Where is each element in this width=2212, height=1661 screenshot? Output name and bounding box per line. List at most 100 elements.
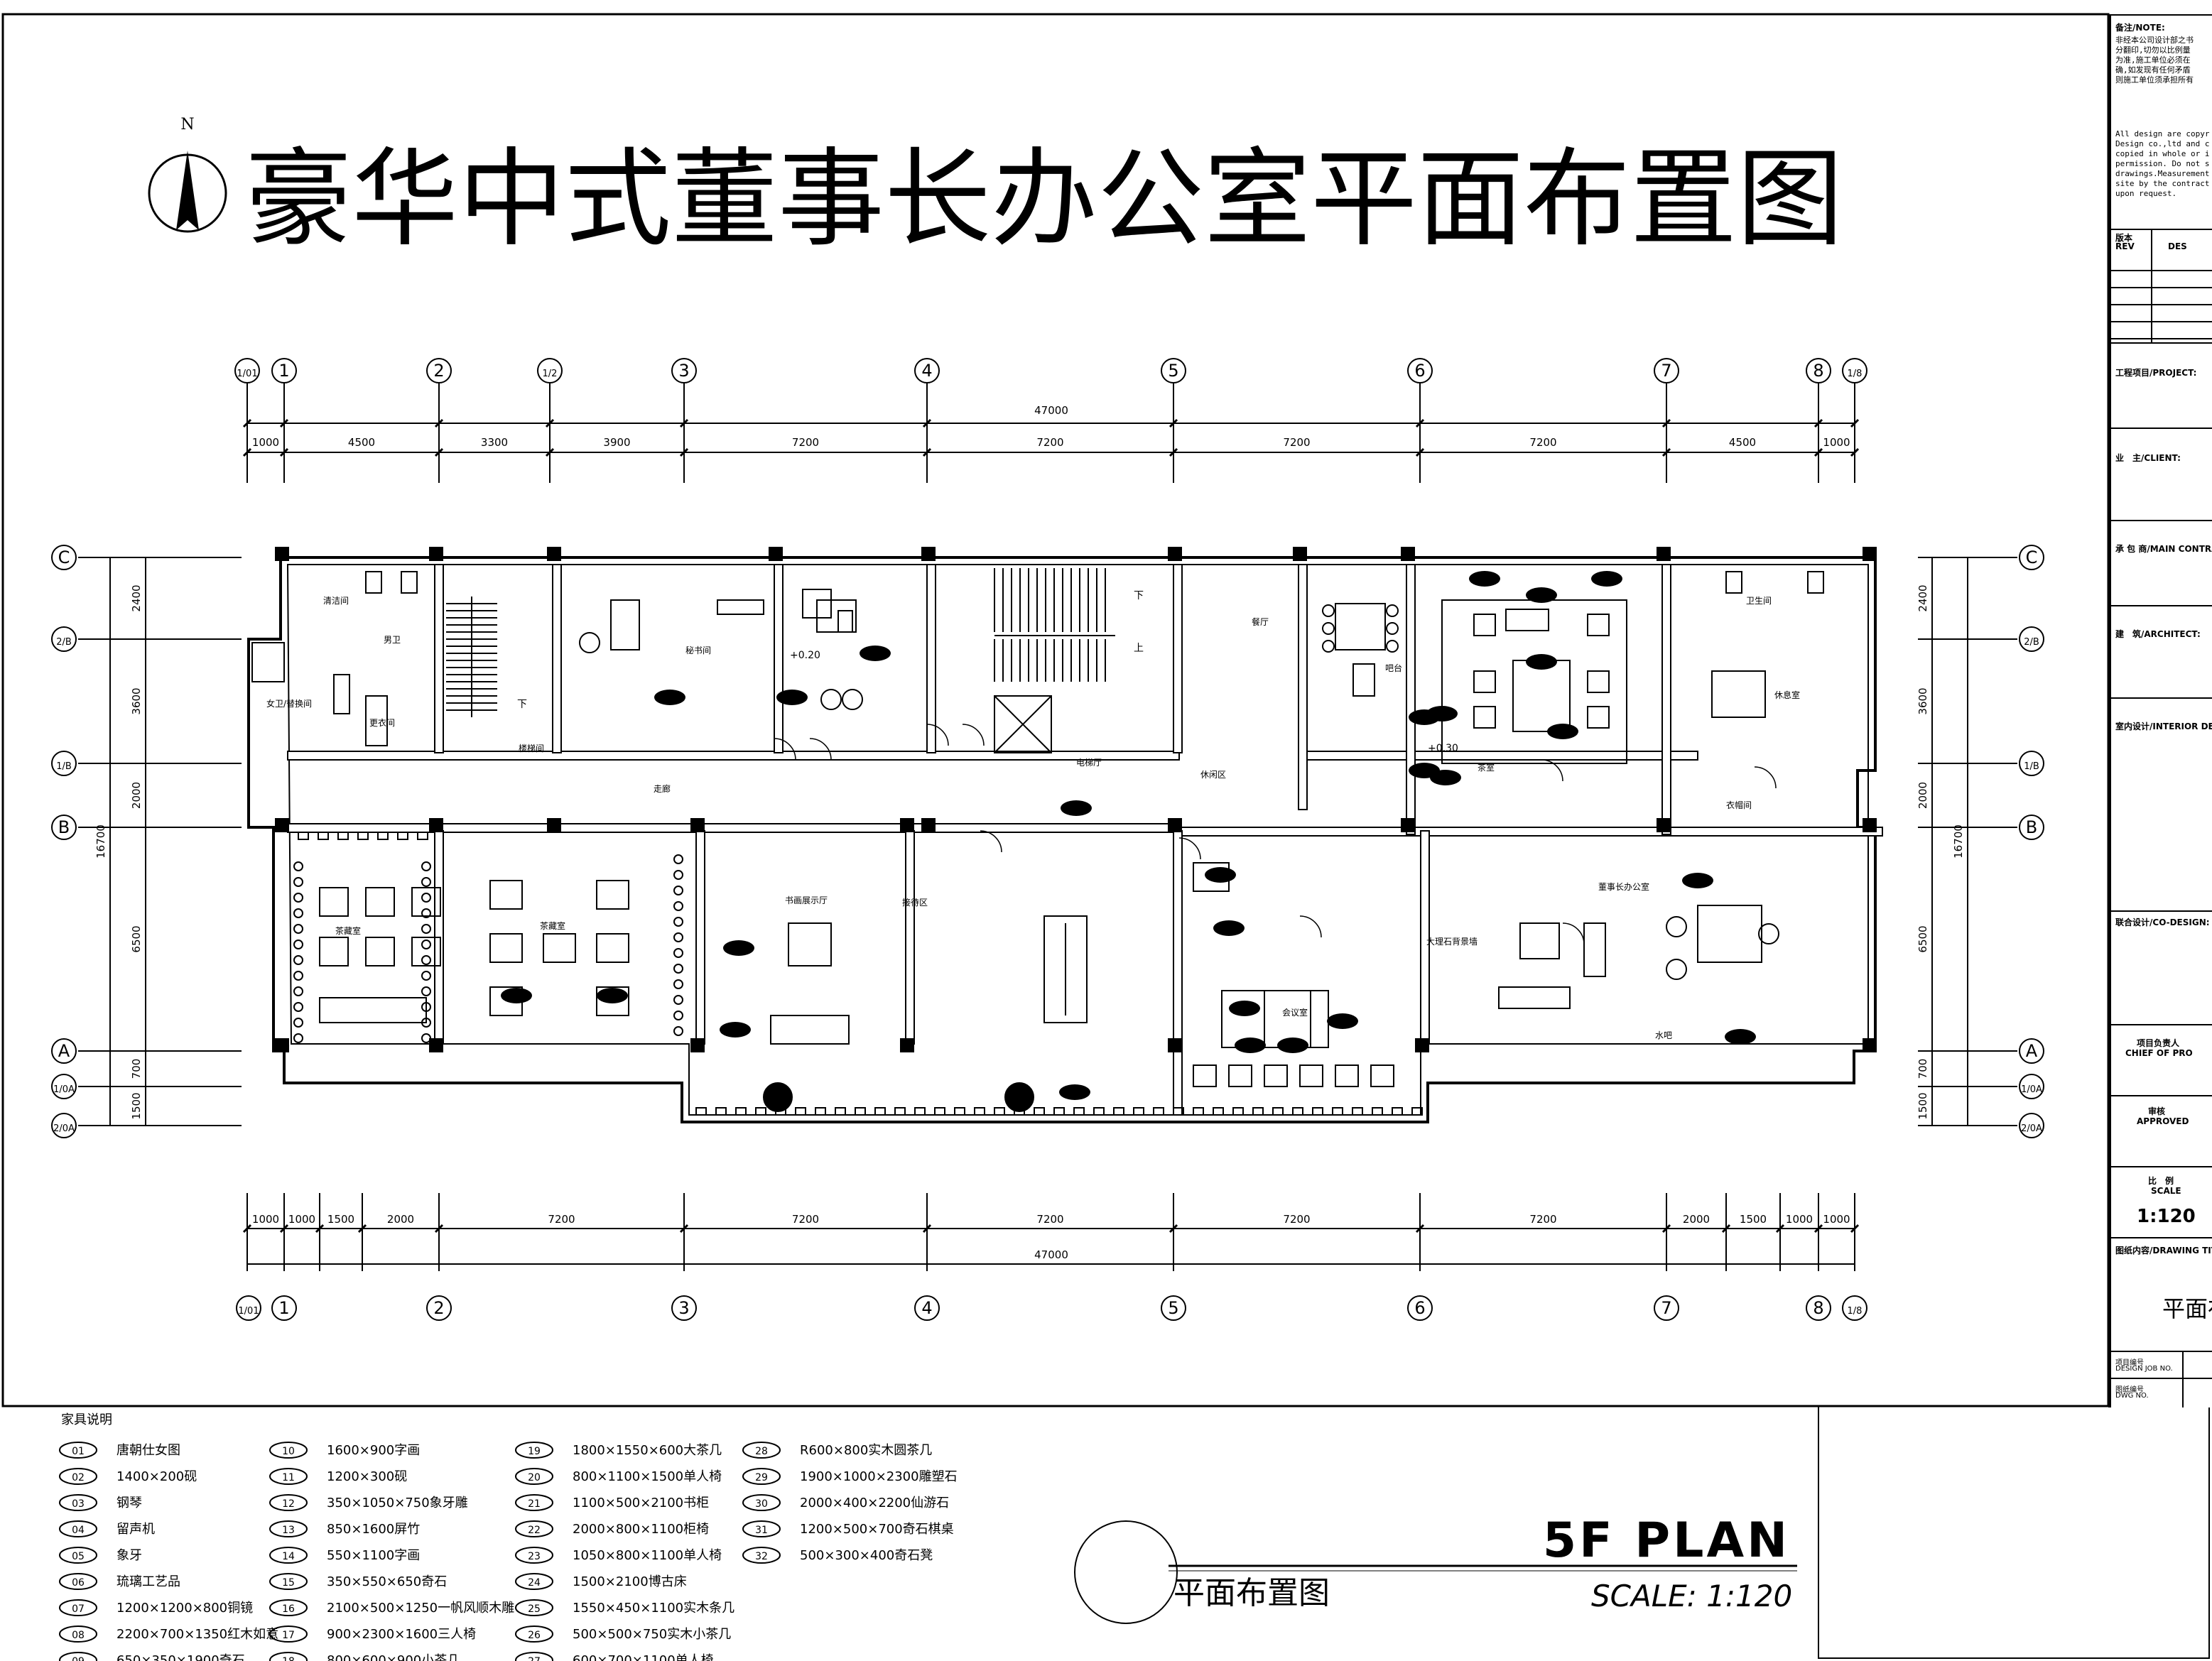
dim-tick — [922, 418, 932, 428]
grid-bubble-right-label: 2/0A — [2021, 1123, 2042, 1134]
window-mullion — [357, 832, 369, 840]
dim-tick — [1661, 1224, 1671, 1234]
grid-bubble-top — [537, 358, 563, 383]
plan-scale: SCALE: 1:120 — [1591, 1579, 1792, 1613]
grid-bubble-top-label: 2 — [433, 361, 444, 381]
grid-bubble-bottom-label: 8 — [1813, 1298, 1823, 1318]
dim-right-segment: 6500 — [1916, 925, 1929, 952]
legend-text: 2100×500×1250一帆风顺木雕 — [327, 1601, 514, 1616]
room-label: 女卫/替换间 — [266, 698, 312, 709]
room-label: 秘书间 — [685, 646, 711, 655]
dim-tick — [679, 447, 689, 457]
furniture-tag-ring — [1327, 1013, 1358, 1029]
dim-tick — [1415, 418, 1425, 428]
wall — [774, 564, 784, 753]
dim-bottom-total: 47000 — [1034, 1248, 1068, 1261]
stool — [421, 971, 431, 981]
dim-tick — [315, 1224, 325, 1234]
dim-bottom-segment: 7200 — [1529, 1213, 1556, 1226]
stool — [673, 901, 683, 911]
grid-bubble-bottom-label: 7 — [1661, 1298, 1671, 1318]
grid-bubble-right-label: B — [2026, 817, 2037, 837]
chair — [1322, 604, 1335, 617]
stool — [673, 886, 683, 895]
stool — [673, 964, 683, 974]
window-mullion — [715, 1107, 727, 1116]
legend-text: 钢琴 — [116, 1496, 142, 1510]
column — [690, 818, 705, 832]
legend-text: 600×700×1100单人椅 — [573, 1653, 714, 1661]
project-label: 工程项目/PROJECT: — [2115, 368, 2197, 378]
grid-bubble-bottom — [236, 1295, 261, 1321]
room-label: 卫生间 — [1746, 596, 1772, 606]
chief-row: 项目负责人 CHIEF OF PRO — [2111, 1024, 2212, 1096]
legend-code: 17 — [282, 1630, 295, 1641]
window-mullion — [1133, 1107, 1144, 1116]
chair — [1666, 916, 1687, 937]
rev-des: DES — [2168, 241, 2187, 251]
armchair — [1473, 706, 1496, 729]
legend-code-ring — [269, 1652, 308, 1661]
column — [429, 818, 443, 832]
stool — [293, 971, 303, 981]
legend-code: 11 — [282, 1472, 295, 1483]
dwg-en: DWG NO. — [2115, 1392, 2149, 1400]
door-swing — [1178, 837, 1201, 860]
dim-tick — [434, 418, 444, 428]
note-cn-line: 分翻印,切勿以比例量 — [2115, 45, 2191, 55]
dim-right-segment: 2000 — [1916, 782, 1929, 809]
window-mullion — [1014, 1107, 1025, 1116]
chair — [1386, 640, 1399, 653]
dim-tick — [545, 447, 555, 457]
contractor-row: 承 包 商/MAIN CONTRA — [2111, 520, 2212, 606]
column — [1863, 818, 1877, 832]
level-left: +0.20 — [790, 650, 820, 661]
legend-code-ring — [59, 1547, 97, 1564]
window-mullion — [1153, 1107, 1164, 1116]
room-label: 走廊 — [654, 783, 671, 794]
furniture-tag: 03 — [1068, 1087, 1081, 1099]
legend-code-ring — [269, 1442, 308, 1459]
grid-bubble-top-label: 1 — [278, 361, 289, 381]
legend-code-ring — [742, 1468, 781, 1485]
grid-bubble-bottom-label: 2 — [433, 1298, 444, 1318]
chair — [1193, 1064, 1217, 1087]
furniture-tag: 12 — [1734, 1032, 1747, 1043]
legend-code: 32 — [755, 1551, 768, 1562]
stool — [673, 979, 683, 989]
window-mullion — [954, 1107, 965, 1116]
rev-en: REV — [2115, 241, 2135, 251]
furniture-tag-ring — [1059, 1084, 1090, 1100]
legend-code: 06 — [72, 1577, 85, 1589]
dim-tick — [1169, 1224, 1178, 1234]
legend-text: 2200×700×1350红木如意 — [116, 1627, 278, 1642]
dim-tick — [1661, 418, 1671, 428]
column — [1863, 547, 1877, 561]
furniture-tag: 06 — [606, 991, 619, 1002]
legend-text: 800×1100×1500单人椅 — [573, 1469, 722, 1484]
column — [1415, 1038, 1429, 1052]
scale-cn: 比 例 — [2148, 1176, 2174, 1186]
sofa-single — [1519, 922, 1560, 959]
scale-row: 比 例 SCALE 1:120 — [2111, 1166, 2212, 1238]
legend-code: 04 — [72, 1525, 85, 1536]
room-label: 男卫 — [384, 635, 401, 645]
dim-tick — [279, 447, 289, 457]
window-mullion — [795, 1107, 806, 1116]
grid-bubble-top — [1842, 358, 1867, 383]
grid-bubble-top — [271, 358, 297, 383]
grid-bubble-left — [51, 1038, 77, 1064]
legend-code-ring — [59, 1494, 97, 1511]
window-mullion — [377, 832, 389, 840]
column — [275, 818, 289, 832]
window-mullion — [1213, 1107, 1224, 1116]
dim-tick — [279, 1224, 289, 1234]
dim-bottom-segment: 7200 — [1036, 1213, 1063, 1226]
grid-bubble-left-label: 2/0A — [53, 1123, 75, 1134]
note-cn-line: 为准,施工单位必须在 — [2115, 55, 2191, 65]
dim-tick — [1721, 1224, 1731, 1234]
window-mullion — [1272, 1107, 1284, 1116]
grid-bubble-top — [1806, 358, 1831, 383]
grid-bubble-bottom-label: 6 — [1414, 1298, 1425, 1318]
dim-tick — [1661, 447, 1671, 457]
